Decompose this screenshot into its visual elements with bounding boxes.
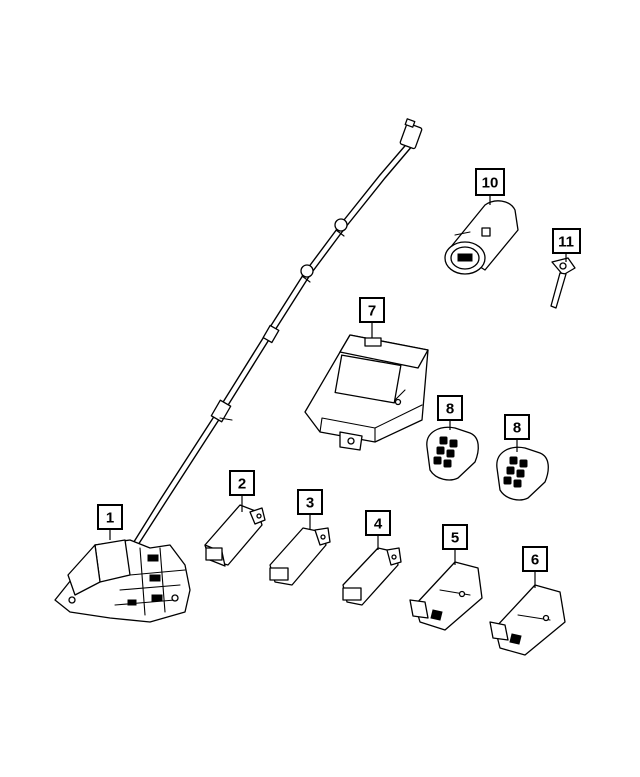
callout-2-label: 2 xyxy=(238,476,246,493)
part-11-key xyxy=(550,257,576,309)
callout-10: 10 xyxy=(475,168,505,196)
leader-lines xyxy=(109,195,567,588)
callout-11-label: 11 xyxy=(558,234,574,251)
callout-3-label: 3 xyxy=(306,495,314,512)
part-5-receiver xyxy=(409,561,483,631)
callout-1-label: 1 xyxy=(106,510,114,527)
callout-11: 11 xyxy=(552,228,581,254)
part-1-antenna-module xyxy=(54,118,423,623)
callout-2: 2 xyxy=(229,470,255,496)
callout-8b: 8 xyxy=(504,414,530,440)
callout-4: 4 xyxy=(365,510,391,536)
callout-1: 1 xyxy=(97,504,123,530)
part-4-sensor xyxy=(342,547,402,606)
callout-4-label: 4 xyxy=(374,516,383,533)
callout-10-label: 10 xyxy=(482,175,499,192)
part-2-sensor xyxy=(204,504,266,567)
part-3-sensor xyxy=(269,527,331,586)
part-7-control-module xyxy=(304,334,429,451)
callout-5-label: 5 xyxy=(451,530,459,547)
callout-7-label: 7 xyxy=(368,303,376,320)
part-8-key-fob-left xyxy=(426,426,479,481)
callout-8b-label: 8 xyxy=(513,420,521,437)
part-6-receiver xyxy=(489,584,566,656)
callout-6-label: 6 xyxy=(531,552,539,569)
callout-6: 6 xyxy=(522,546,548,572)
part-8-key-fob-right xyxy=(496,446,549,501)
callout-5: 5 xyxy=(442,524,468,550)
part-10-ignition-switch xyxy=(444,200,519,275)
callout-7: 7 xyxy=(359,297,385,323)
callout-3: 3 xyxy=(297,489,323,515)
callout-8a: 8 xyxy=(437,395,463,421)
callout-8a-label: 8 xyxy=(446,401,454,418)
